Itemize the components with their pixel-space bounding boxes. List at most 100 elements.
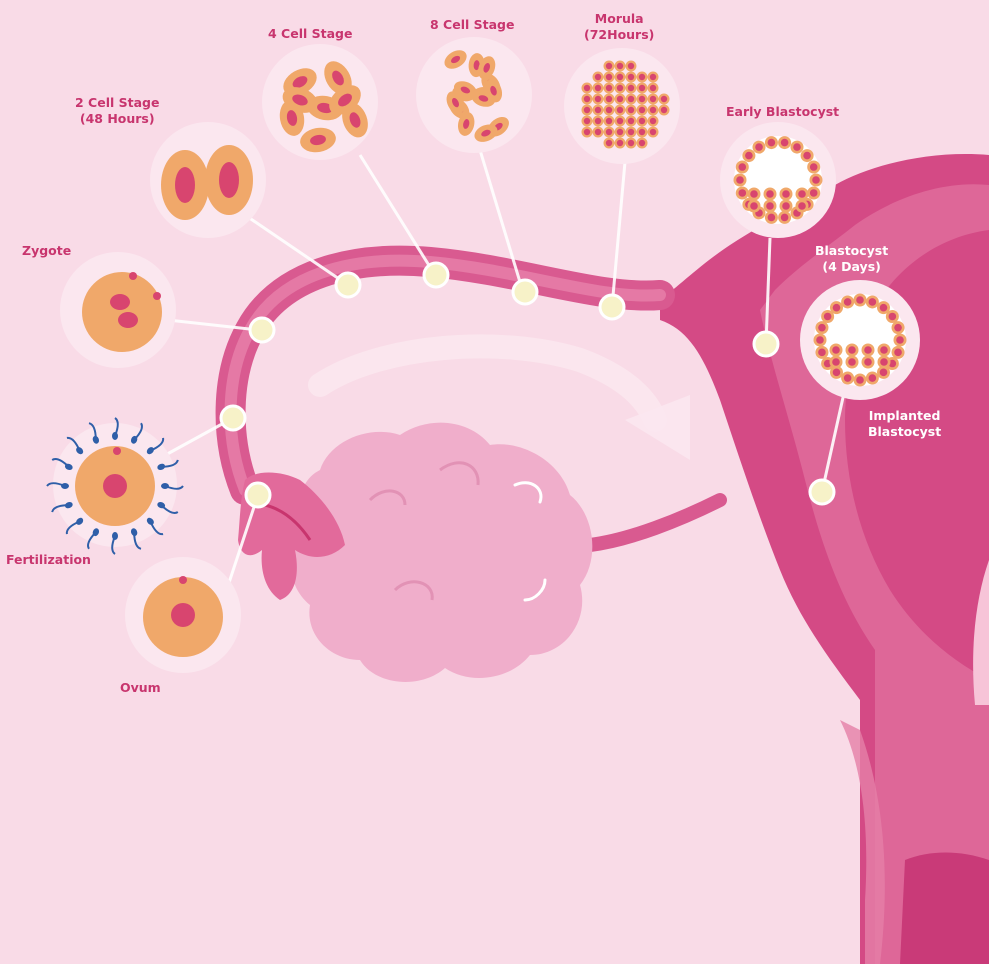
nucleus xyxy=(286,110,298,126)
sperm-head xyxy=(146,517,154,525)
nucleus xyxy=(627,95,635,103)
sperm-head xyxy=(64,463,73,471)
nucleus xyxy=(750,190,758,198)
blastocyst-bubble xyxy=(800,280,920,400)
four-cell-bubble xyxy=(262,44,378,160)
nucleus xyxy=(627,139,635,147)
nucleus xyxy=(605,95,613,103)
nucleus xyxy=(880,358,888,366)
tube-dot xyxy=(244,481,272,509)
nucleus xyxy=(627,106,635,114)
nucleus xyxy=(605,128,613,136)
sperm-head xyxy=(161,483,169,489)
sperm-head xyxy=(130,528,138,537)
nucleus xyxy=(627,62,635,70)
nucleus xyxy=(767,213,776,222)
nucleus xyxy=(594,84,602,92)
nucleus xyxy=(594,95,602,103)
fallopian-tube xyxy=(215,245,727,552)
tube-dot xyxy=(248,316,276,344)
nucleus xyxy=(812,176,820,184)
nucleus xyxy=(627,117,635,125)
nucleus xyxy=(460,86,471,94)
label-text: 8 Cell Stage xyxy=(430,17,515,32)
nucleus xyxy=(616,84,624,92)
label-text: (72Hours) xyxy=(584,27,655,42)
nucleus xyxy=(894,348,902,357)
fertilization-bubble xyxy=(46,417,184,555)
label-text: Morula xyxy=(594,11,644,26)
nucleus xyxy=(583,95,591,103)
nucleus xyxy=(660,106,668,114)
nucleus xyxy=(738,189,747,197)
nucleus xyxy=(894,323,902,332)
nucleus xyxy=(616,128,624,136)
nucleus xyxy=(856,296,864,304)
label-blastocyst: Blastocyst (4 Days) xyxy=(815,243,888,275)
label-text: Blastocyst xyxy=(868,424,942,439)
nucleus xyxy=(638,139,646,147)
nucleus xyxy=(782,202,790,210)
label-text: 4 Cell Stage xyxy=(268,26,353,41)
nucleus xyxy=(452,97,460,108)
label-text: Blastocyst xyxy=(815,243,889,258)
nucleus xyxy=(888,312,897,321)
tube-dot xyxy=(219,404,247,432)
sperm-head xyxy=(112,532,118,540)
nucleus xyxy=(483,63,491,73)
nucleus xyxy=(843,374,852,382)
nucleus xyxy=(594,106,602,114)
nucleus xyxy=(868,298,877,306)
sperm-head xyxy=(146,447,154,455)
label-eight-cell: 8 Cell Stage xyxy=(430,17,514,33)
nucleus xyxy=(473,60,480,71)
nucleus xyxy=(583,84,591,92)
sperm-icon xyxy=(46,417,184,555)
two-cell-bubble xyxy=(150,122,266,238)
nucleus xyxy=(338,93,352,107)
nucleus xyxy=(750,202,758,210)
tube-dot xyxy=(808,478,836,506)
nucleus xyxy=(809,189,818,197)
nucleus xyxy=(767,138,776,147)
label-early-blastocyst: Early Blastocyst xyxy=(726,104,839,120)
label-fertilization: Fertilization xyxy=(6,552,91,568)
nucleus xyxy=(879,303,888,312)
nucleus xyxy=(478,95,489,102)
nucleus xyxy=(856,376,864,384)
nucleus xyxy=(832,358,840,366)
nucleus xyxy=(638,84,646,92)
tube-dot xyxy=(422,261,450,289)
label-two-cell: 2 Cell Stage (48 Hours) xyxy=(75,95,159,127)
nucleus xyxy=(798,190,806,198)
nucleus xyxy=(616,106,624,114)
label-text: Ovum xyxy=(120,680,161,695)
nucleus xyxy=(451,55,461,64)
nucleus xyxy=(627,84,635,92)
sperm-head xyxy=(64,501,73,509)
label-text: (48 Hours) xyxy=(79,111,155,126)
label-morula: Morula (72Hours) xyxy=(584,11,654,43)
nucleus xyxy=(868,374,877,382)
nucleus xyxy=(638,95,646,103)
sperm-head xyxy=(157,501,166,509)
uterus xyxy=(660,154,989,964)
eight-cell-bubble xyxy=(416,37,532,153)
nucleus xyxy=(864,358,872,366)
label-text: Implanted xyxy=(868,408,941,423)
nucleus xyxy=(616,117,624,125)
nucleus xyxy=(816,336,824,344)
nucleus xyxy=(649,106,657,114)
nucleus xyxy=(463,119,470,129)
nucleus xyxy=(848,358,856,366)
sperm-head xyxy=(61,483,69,489)
nucleus xyxy=(627,73,635,81)
nucleus xyxy=(649,117,657,125)
nucleus xyxy=(864,346,872,354)
nucleus xyxy=(616,139,624,147)
nucleus xyxy=(605,139,613,147)
tube-dot xyxy=(334,271,362,299)
nucleus xyxy=(848,346,856,354)
nucleus xyxy=(766,202,774,210)
nucleus xyxy=(605,84,613,92)
